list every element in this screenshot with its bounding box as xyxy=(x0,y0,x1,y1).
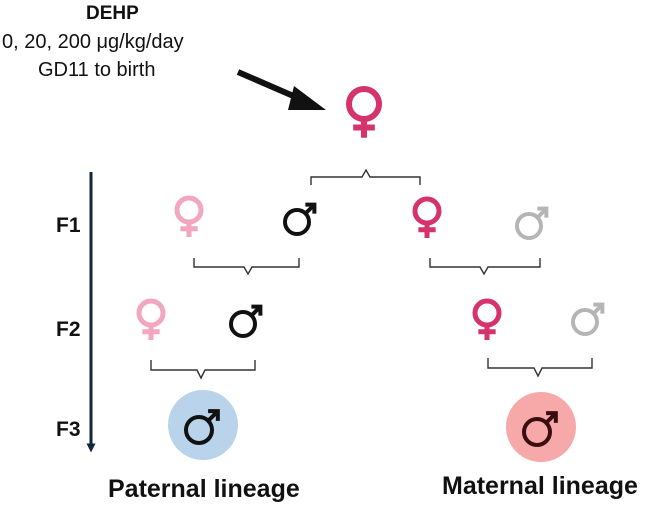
paternal-f3-circle xyxy=(168,390,238,460)
generation-label-f3: F3 xyxy=(56,418,81,441)
maternal-f3-circle xyxy=(506,392,576,462)
generation-label-f1: F1 xyxy=(56,214,81,237)
exposure-arrow xyxy=(236,69,326,110)
f1-maternal-female-icon xyxy=(412,196,442,238)
bracket-f1-paternal xyxy=(193,258,300,276)
treatment-window: GD11 to birth xyxy=(38,59,156,81)
f1-paternal-female-icon xyxy=(174,195,204,237)
treatment-dose: 0, 20, 200 μg/kg/day xyxy=(2,31,184,53)
treatment-title: DEHP xyxy=(86,3,139,24)
f2-maternal-male-icon xyxy=(571,302,605,336)
paternal-lineage-label: Paternal lineage xyxy=(108,475,300,503)
f3-maternal-male-icon xyxy=(522,411,558,447)
f2-paternal-male-icon xyxy=(229,304,263,338)
pedigree-brackets xyxy=(150,168,593,380)
f2-paternal-female-icon xyxy=(136,298,166,340)
f1-paternal-male-icon xyxy=(283,202,317,236)
bracket-f2-paternal xyxy=(150,360,256,380)
bracket-f2-maternal xyxy=(487,358,593,378)
f1-maternal-male-icon xyxy=(515,206,549,240)
f3-paternal-male-icon xyxy=(184,409,220,445)
bracket-f1-maternal xyxy=(429,258,541,276)
bracket-f0 xyxy=(310,168,421,185)
f2-maternal-female-icon xyxy=(472,298,502,340)
f0-exposed-female-icon xyxy=(346,86,382,138)
maternal-lineage-label: Maternal lineage xyxy=(442,472,638,500)
generation-label-f2: F2 xyxy=(56,318,81,341)
